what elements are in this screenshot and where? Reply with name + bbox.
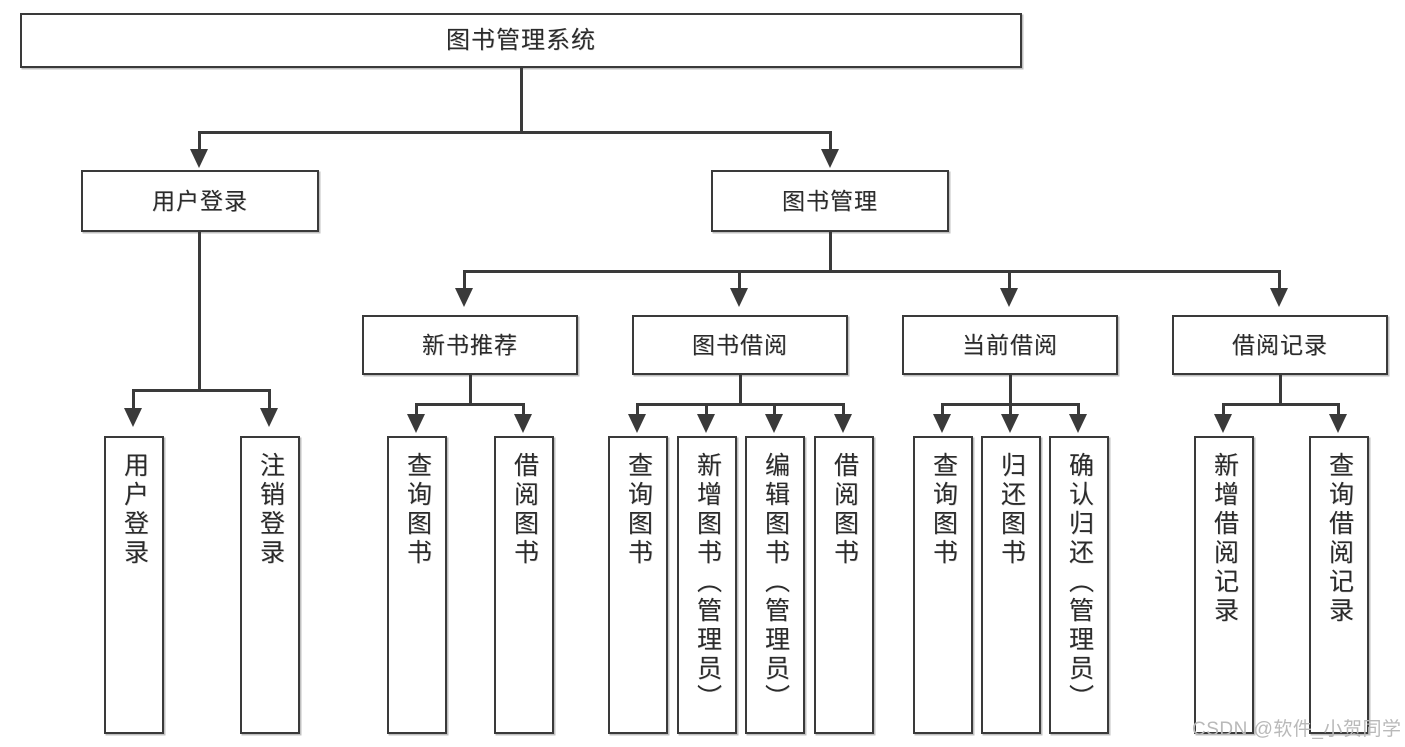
connector-current-borrow-l2 xyxy=(1077,403,1080,417)
arrow-book-borrow-l0 xyxy=(628,414,646,433)
node-label: 当前借阅 xyxy=(962,331,1058,358)
node-root-system[interactable]: 图书管理系统 xyxy=(20,13,1022,68)
arrow-to-new-book-recommend xyxy=(455,288,473,307)
node-label: 新增图书（管理员） xyxy=(693,452,722,713)
leaf-book-borrow-query[interactable]: 查询图书 xyxy=(608,436,668,734)
connector-new-book-l0 xyxy=(415,403,418,417)
connector-book-manage-c3 xyxy=(1278,270,1281,291)
node-label: 借阅记录 xyxy=(1232,331,1328,358)
node-label: 查询图书 xyxy=(929,452,958,568)
node-book-borrow[interactable]: 图书借阅 xyxy=(632,315,848,375)
node-label: 图书借阅 xyxy=(692,331,788,358)
leaf-book-borrow-add[interactable]: 新增图书（管理员） xyxy=(677,436,737,734)
connector-borrow-record-bus xyxy=(1222,403,1340,406)
arrow-new-book-l0 xyxy=(407,414,425,433)
arrow-to-borrow-record xyxy=(1270,288,1288,307)
connector-root-stem xyxy=(520,68,523,133)
connector-new-book-stem xyxy=(469,375,472,405)
leaf-new-book-borrow[interactable]: 借阅图书 xyxy=(494,436,554,734)
node-label: 借阅图书 xyxy=(510,452,539,568)
leaf-new-book-query[interactable]: 查询图书 xyxy=(387,436,447,734)
node-label: 用户登录 xyxy=(120,452,149,568)
arrow-user-login-leaf-0 xyxy=(124,408,142,427)
arrow-to-user-login xyxy=(190,149,208,168)
node-label: 确认归还（管理员） xyxy=(1065,452,1094,713)
leaf-current-borrow-return[interactable]: 归还图书 xyxy=(981,436,1041,734)
connector-new-book-bus xyxy=(415,403,525,406)
arrow-current-borrow-l1 xyxy=(1001,414,1019,433)
connector-book-borrow-l3 xyxy=(842,403,845,417)
arrow-current-borrow-l0 xyxy=(933,414,951,433)
node-label: 归还图书 xyxy=(997,452,1026,568)
arrow-current-borrow-l2 xyxy=(1069,414,1087,433)
arrow-book-borrow-l2 xyxy=(765,414,783,433)
arrow-to-book-manage xyxy=(821,149,839,168)
connector-book-manage-c0 xyxy=(463,270,466,291)
node-label: 查询图书 xyxy=(403,452,432,568)
leaf-user-login-login[interactable]: 用户登录 xyxy=(104,436,164,734)
node-label: 注销登录 xyxy=(256,452,285,568)
connector-book-borrow-l2 xyxy=(773,403,776,417)
leaf-book-borrow-lend[interactable]: 借阅图书 xyxy=(814,436,874,734)
connector-user-login-bus xyxy=(132,389,270,392)
arrow-user-login-leaf-1 xyxy=(260,408,278,427)
node-label: 图书管理 xyxy=(782,187,878,214)
arrow-to-current-borrow xyxy=(1000,288,1018,307)
arrow-borrow-record-l1 xyxy=(1329,414,1347,433)
node-label: 查询借阅记录 xyxy=(1325,452,1354,626)
leaf-user-login-logout[interactable]: 注销登录 xyxy=(240,436,300,734)
connector-root-to-user-login xyxy=(198,131,201,153)
leaf-current-borrow-query[interactable]: 查询图书 xyxy=(913,436,973,734)
node-label: 用户登录 xyxy=(152,187,248,214)
node-current-borrow[interactable]: 当前借阅 xyxy=(902,315,1118,375)
connector-book-borrow-l1 xyxy=(705,403,708,417)
connector-book-borrow-stem xyxy=(739,375,742,405)
node-label: 借阅图书 xyxy=(830,452,859,568)
node-new-book-recommend[interactable]: 新书推荐 xyxy=(362,315,578,375)
connector-book-borrow-bus xyxy=(636,403,845,406)
arrow-book-borrow-l3 xyxy=(834,414,852,433)
connector-user-login-leaf-1 xyxy=(268,389,271,411)
arrow-to-book-borrow xyxy=(730,288,748,307)
node-borrow-record[interactable]: 借阅记录 xyxy=(1172,315,1388,375)
connector-borrow-record-l1 xyxy=(1337,403,1340,417)
leaf-book-borrow-edit[interactable]: 编辑图书（管理员） xyxy=(745,436,805,734)
connector-root-bus xyxy=(198,131,832,134)
connector-borrow-record-stem xyxy=(1279,375,1282,405)
node-label: 编辑图书（管理员） xyxy=(761,452,790,713)
connector-current-borrow-l0 xyxy=(941,403,944,417)
node-book-manage[interactable]: 图书管理 xyxy=(711,170,949,232)
connector-book-manage-bus xyxy=(463,270,1281,273)
leaf-borrow-record-query[interactable]: 查询借阅记录 xyxy=(1309,436,1369,734)
connector-borrow-record-l0 xyxy=(1222,403,1225,417)
node-user-login[interactable]: 用户登录 xyxy=(81,170,319,232)
connector-book-manage-c2 xyxy=(1008,270,1011,291)
connector-current-borrow-stem xyxy=(1009,375,1012,405)
node-label: 新书推荐 xyxy=(422,331,518,358)
connector-user-login-leaf-0 xyxy=(132,389,135,411)
connector-book-borrow-l0 xyxy=(636,403,639,417)
node-label: 图书管理系统 xyxy=(446,26,596,54)
connector-current-borrow-l1 xyxy=(1009,403,1012,417)
connector-root-to-book-manage xyxy=(829,131,832,153)
arrow-new-book-l1 xyxy=(514,414,532,433)
connector-user-login-stem xyxy=(198,232,201,392)
arrow-book-borrow-l1 xyxy=(697,414,715,433)
connector-book-manage-c1 xyxy=(738,270,741,291)
leaf-borrow-record-add[interactable]: 新增借阅记录 xyxy=(1194,436,1254,734)
arrow-borrow-record-l0 xyxy=(1214,414,1232,433)
connector-new-book-l1 xyxy=(522,403,525,417)
connector-book-manage-stem xyxy=(829,232,832,272)
node-label: 新增借阅记录 xyxy=(1210,452,1239,626)
leaf-current-borrow-confirm[interactable]: 确认归还（管理员） xyxy=(1049,436,1109,734)
watermark-text: CSDN @软件_小贺同学 xyxy=(1192,719,1402,740)
node-label: 查询图书 xyxy=(624,452,653,568)
